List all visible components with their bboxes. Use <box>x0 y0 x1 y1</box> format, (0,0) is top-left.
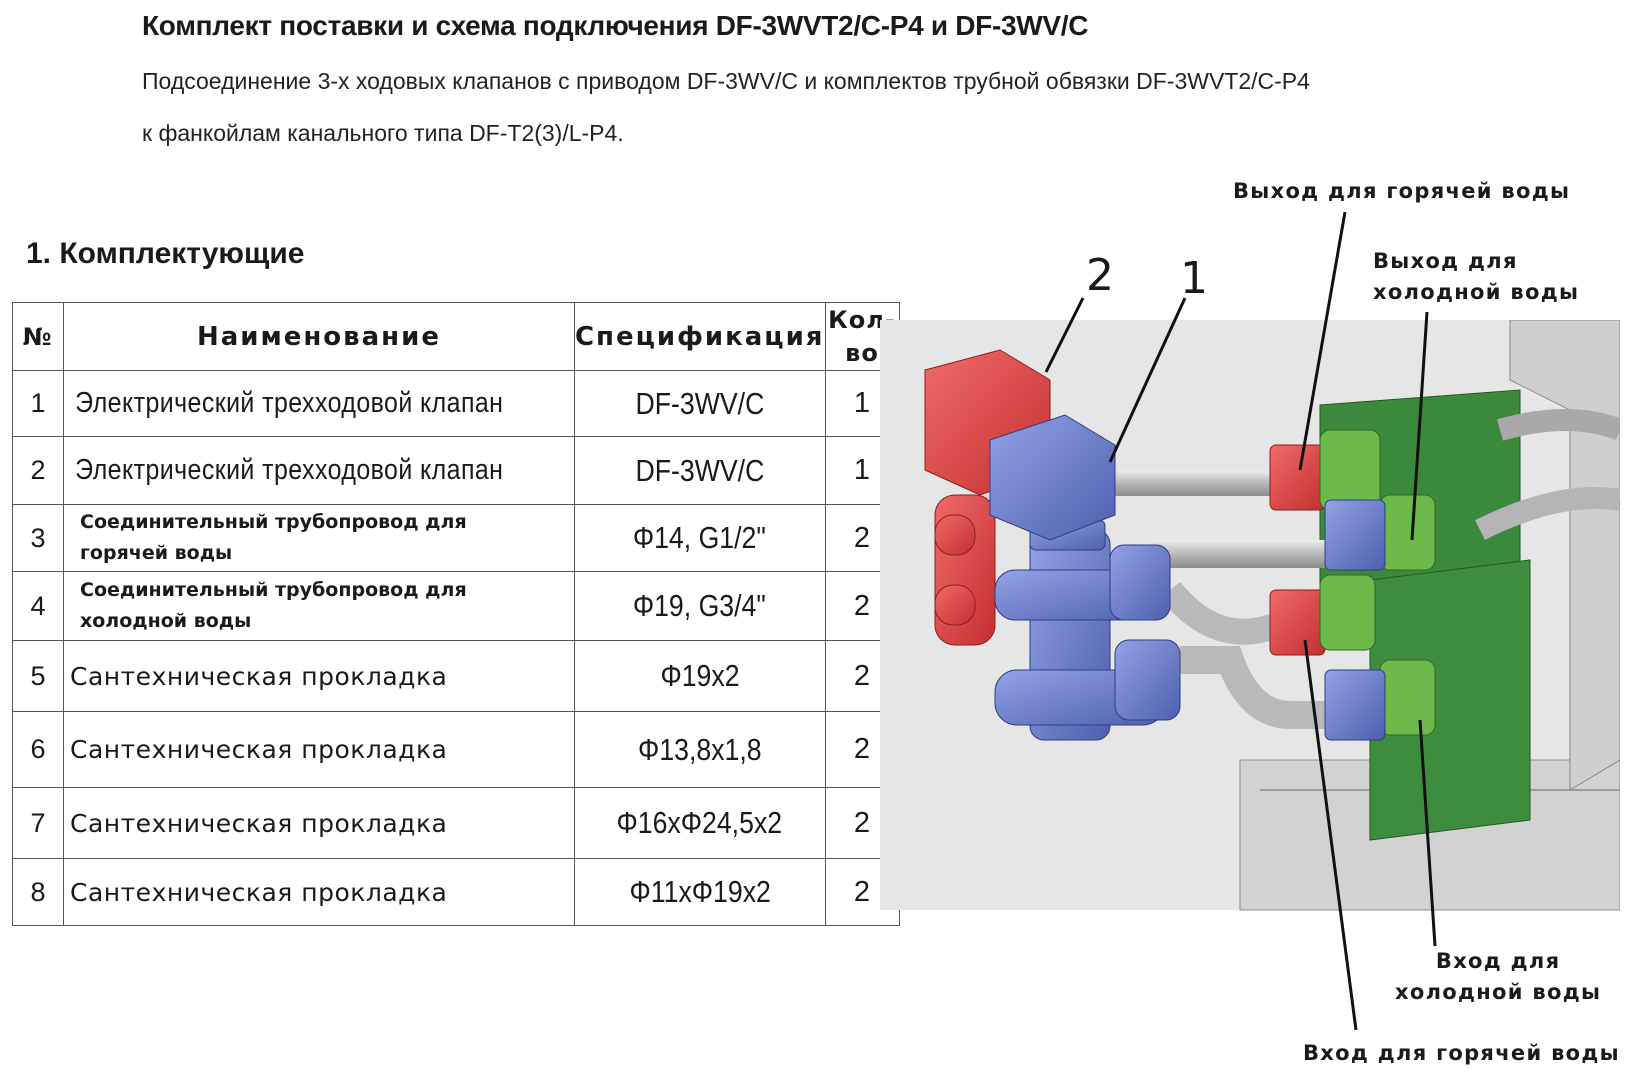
row-spec: Φ13,8x1,8 <box>573 711 826 788</box>
leader-line-2 <box>1044 297 1085 373</box>
subtitle-line-1: Подсоединение 3-х ходовых клапанов с при… <box>142 68 1310 94</box>
label-cold-water-in-line2: холодной воды <box>1395 980 1602 1004</box>
label-cold-water-out-line2: холодной воды <box>1373 280 1580 304</box>
header-num: № <box>12 302 64 371</box>
row-spec: Φ11xΦ19x2 <box>573 858 826 926</box>
housing-side <box>1509 320 1620 791</box>
subtitle-line-2: к фанкойлам канального типа DF-T2(3)/L-P… <box>142 120 624 146</box>
cold-in-fitting <box>1324 669 1386 741</box>
row-num: 7 <box>12 787 64 859</box>
header-name: Наименование <box>63 302 575 371</box>
table-row: 5 Сантехническая прокладка Φ19x2 2 <box>12 640 900 712</box>
cold-pipe <box>1150 540 1340 568</box>
row-spec-text: Φ16xΦ24,5x2 <box>616 805 783 840</box>
callout-1: 1 <box>1180 253 1208 304</box>
label-cold-water-in-line1: Вход для <box>1435 949 1561 973</box>
row-num: 8 <box>12 858 64 926</box>
row-name-line2: горячей воды <box>80 542 233 564</box>
components-table: № Наименование Спецификация Кол-во 1 Эле… <box>12 302 900 926</box>
valve-2-port <box>934 584 976 626</box>
row-spec-text: Φ19, G3/4" <box>633 588 767 623</box>
row-name: Сантехническая прокладка <box>63 640 575 712</box>
return-pipe <box>1496 409 1620 441</box>
row-name: Сантехническая прокладка <box>63 787 575 859</box>
table-row: 8 Сантехническая прокладка Φ11xΦ19x2 2 <box>12 858 900 926</box>
callout-2: 2 <box>1086 250 1114 301</box>
row-num: 3 <box>12 504 64 572</box>
label-hot-water-out: Выход для горячей воды <box>1233 179 1571 203</box>
row-spec: Φ19, G3/4" <box>573 571 826 641</box>
row-name: Электрический трехходовой клапан <box>63 370 575 437</box>
row-num: 1 <box>12 370 64 437</box>
valve-1-nut <box>1114 639 1181 721</box>
header-qty-line2: во <box>845 338 879 367</box>
section-title: 1. Комплектующие <box>26 237 305 270</box>
row-spec-text: DF-3WV/C <box>635 385 765 421</box>
row-spec-text: Φ13,8x1,8 <box>637 731 762 767</box>
row-spec: DF-3WV/C <box>573 370 826 437</box>
row-spec: Φ19x2 <box>573 640 826 712</box>
valve-1-actuator <box>989 414 1116 541</box>
label-cold-water-out: Выход для холодной воды <box>1373 246 1579 308</box>
table-row: 1 Электрический трехходовой клапан DF-3W… <box>12 370 900 437</box>
row-name: Сантехническая прокладка <box>63 858 575 926</box>
row-spec: DF-3WV/C <box>573 436 826 505</box>
row-spec: Φ14, G1/2" <box>573 504 826 572</box>
leader-line-hot-in <box>1303 639 1358 1031</box>
label-hot-water-in: Вход для горячей воды <box>1303 1041 1620 1065</box>
leader-line-cold-out <box>1410 311 1429 541</box>
label-cold-water-in: Вход для холодной воды <box>1395 946 1601 1008</box>
table-row: 7 Сантехническая прокладка Φ16xΦ24,5x2 2 <box>12 787 900 859</box>
row-num: 4 <box>12 571 64 641</box>
cold-out-fitting <box>1324 499 1386 571</box>
row-spec-text: Φ14, G1/2" <box>633 520 767 555</box>
valve-1-nut <box>1109 544 1171 621</box>
row-name-text: Электрический трехходовой клапан <box>75 454 504 486</box>
row-spec-text: DF-3WV/C <box>635 452 765 488</box>
table-row: 2 Электрический трехходовой клапан DF-3W… <box>12 436 900 505</box>
connection-diagram <box>880 320 1620 911</box>
return-pipe <box>1475 487 1620 540</box>
hot-pipe <box>1110 470 1300 496</box>
row-name-line1: Соединительный трубопровод для <box>80 511 467 533</box>
cold-in-pipe <box>1180 646 1340 729</box>
row-num: 2 <box>12 436 64 505</box>
leader-line-hot-out <box>1298 211 1347 471</box>
heat-exchanger-plate <box>1369 559 1531 841</box>
valve-2-port <box>934 514 976 556</box>
row-name-line1: Соединительный трубопровод для <box>80 579 467 601</box>
table-row: 4 Соединительный трубопровод для холодной… <box>12 571 900 641</box>
label-cold-water-out-line1: Выход для <box>1373 249 1518 273</box>
row-name: Сантехническая прокладка <box>63 711 575 788</box>
row-name-line2: холодной воды <box>80 610 252 632</box>
header-spec: Спецификация <box>573 302 826 371</box>
row-name: Электрический трехходовой клапан <box>63 436 575 505</box>
hot-in-pipe <box>1159 581 1284 645</box>
table-row: 6 Сантехническая прокладка Φ13,8x1,8 2 <box>12 711 900 788</box>
row-spec-text: Φ19x2 <box>660 658 740 693</box>
leader-line-cold-in <box>1418 719 1437 947</box>
row-spec-text: Φ11xΦ19x2 <box>629 874 771 909</box>
row-spec: Φ16xΦ24,5x2 <box>573 787 826 859</box>
row-name-text: Электрический трехходовой клапан <box>75 387 504 419</box>
row-num: 6 <box>12 711 64 788</box>
leader-line-1 <box>1108 297 1187 463</box>
green-nut <box>1319 574 1376 651</box>
page-title: Комплект поставки и схема подключения DF… <box>142 10 1089 41</box>
